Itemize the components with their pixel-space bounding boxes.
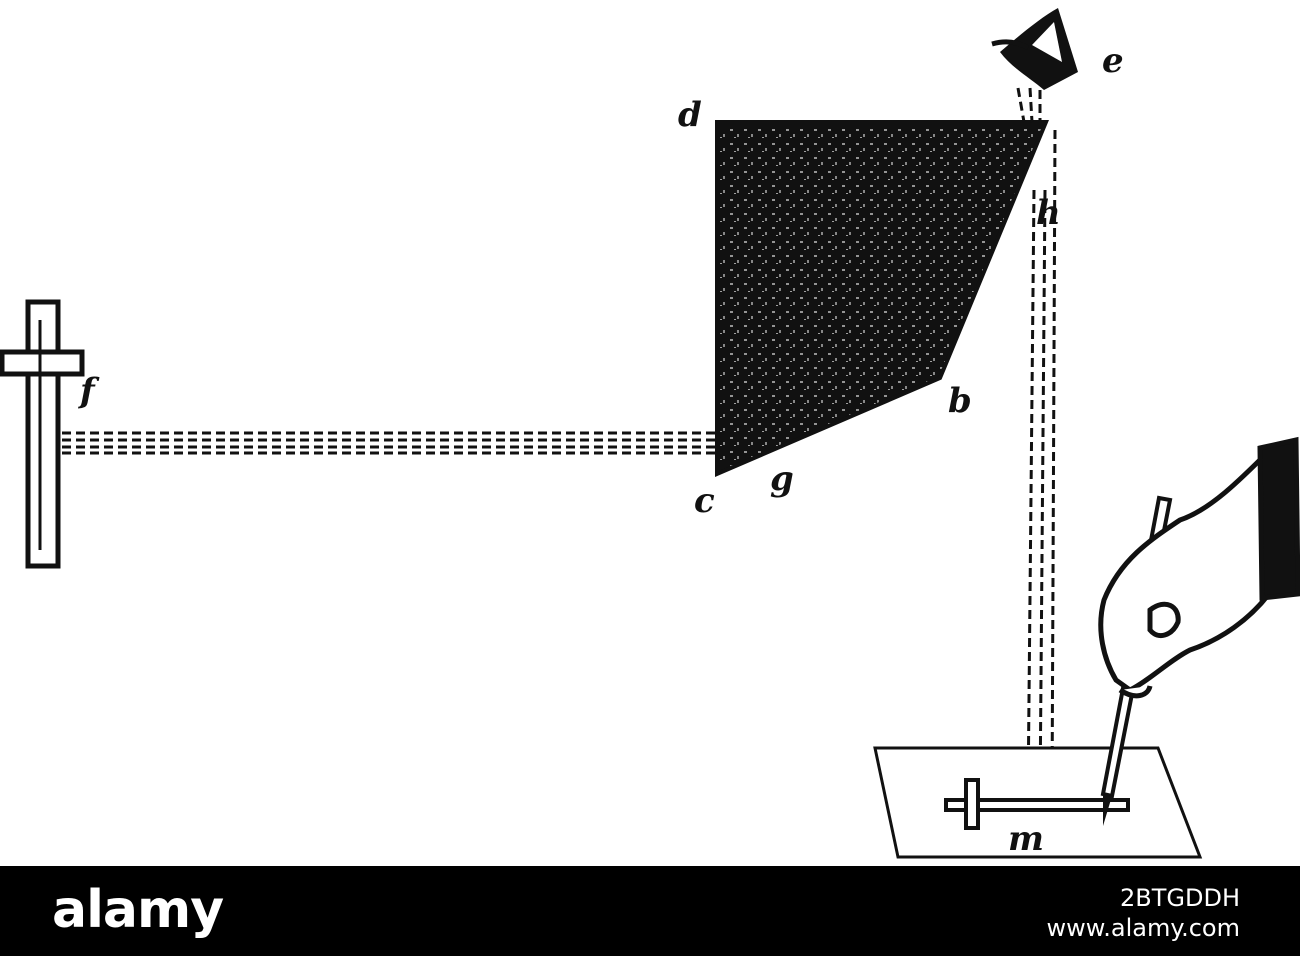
label-h: h [1036,193,1061,233]
label-f: f [78,371,100,411]
horizontal-light-rays [62,431,718,455]
label-m: m [1008,819,1044,859]
label-e: e [1102,41,1124,81]
brand-logo[interactable]: alamy [52,880,224,940]
vertical-light-rays [1016,87,1057,801]
label-b: b [948,381,972,421]
site-url[interactable]: www.alamy.com [1046,914,1240,942]
eye-icon [991,8,1078,90]
label-d: d [678,95,702,135]
traced-cross-image [944,778,1130,830]
watermark-footer: alamy 2BTGDDH www.alamy.com [0,866,1300,956]
prism [715,120,1049,478]
camera-lucida-diagram: d e h f b c g m [0,8,1300,859]
image-id: 2BTGDDH [1120,884,1240,912]
label-g: g [770,459,794,499]
hand-icon [1098,436,1300,699]
object-cross [0,299,85,569]
label-c: c [694,481,715,521]
